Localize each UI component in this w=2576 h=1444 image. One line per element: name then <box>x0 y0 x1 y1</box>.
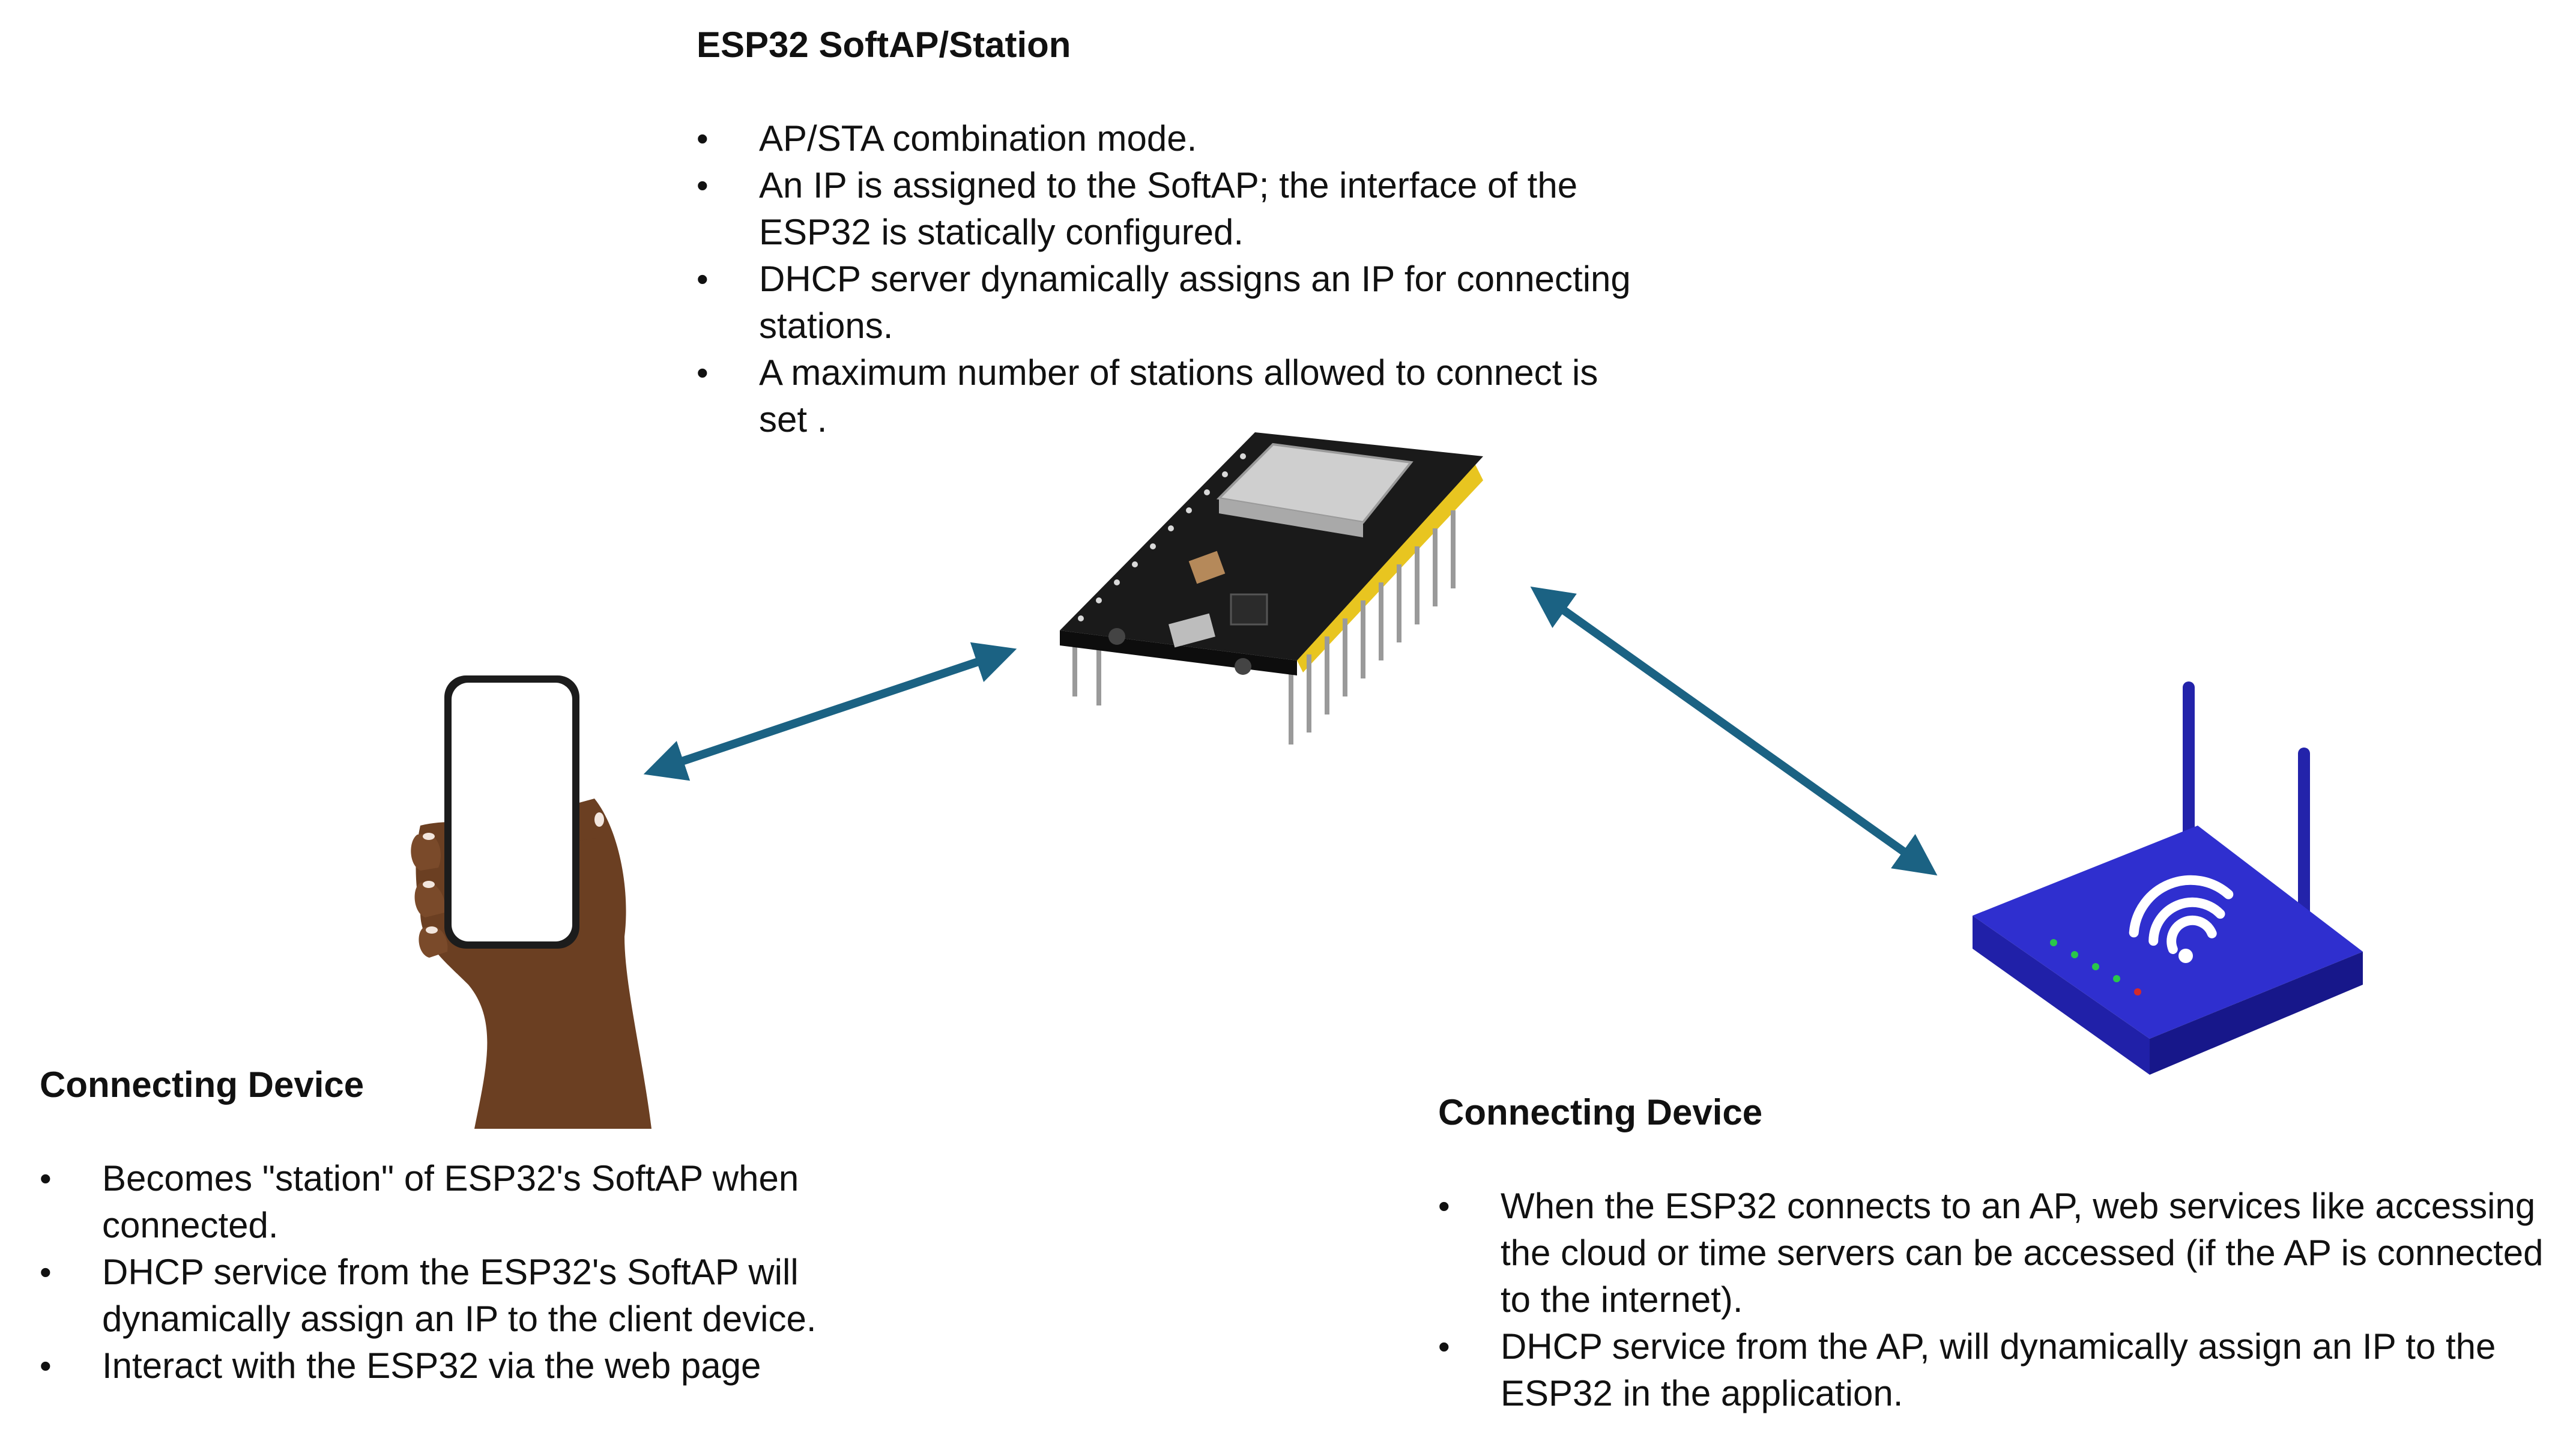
list-item: DHCP server dynamically assigns an IP fo… <box>697 256 1633 349</box>
list-item: DHCP service from the AP, will dynamical… <box>1438 1323 2567 1417</box>
esp32-bullet-list: AP/STA combination mode. An IP is assign… <box>697 115 1633 443</box>
list-item: An IP is assigned to the SoftAP; the int… <box>697 162 1633 256</box>
list-item: A maximum number of stations allowed to … <box>697 349 1633 443</box>
list-item: Interact with the ESP32 via the web page <box>40 1343 868 1389</box>
list-item: DHCP service from the ESP32's SoftAP wil… <box>40 1249 868 1343</box>
wifi-router-icon <box>1973 681 2363 1075</box>
list-item: When the ESP32 connects to an AP, web se… <box>1438 1183 2567 1323</box>
router-device-bullet-list: When the ESP32 connects to an AP, web se… <box>1438 1183 2567 1417</box>
phone-device-bullet-list: Becomes "station" of ESP32's SoftAP when… <box>40 1155 868 1389</box>
smartphone-in-hand-icon <box>411 675 652 1129</box>
esp32-router-arrow <box>1530 586 1938 876</box>
list-item: Becomes "station" of ESP32's SoftAP when… <box>40 1155 868 1249</box>
esp32-heading: ESP32 SoftAP/Station <box>697 25 1071 65</box>
list-item: AP/STA combination mode. <box>697 115 1633 162</box>
esp32-description: ESP32 SoftAP/Station AP/STA combination … <box>697 22 1633 443</box>
phone-device-heading: Connecting Device <box>40 1065 364 1105</box>
phone-device-description: Connecting Device Becomes "station" of E… <box>40 1062 868 1389</box>
router-device-description: Connecting Device When the ESP32 connect… <box>1438 1089 2567 1417</box>
router-device-heading: Connecting Device <box>1438 1092 1763 1132</box>
esp32-board-icon <box>1060 432 1483 745</box>
phone-esp32-arrow <box>643 642 1017 781</box>
